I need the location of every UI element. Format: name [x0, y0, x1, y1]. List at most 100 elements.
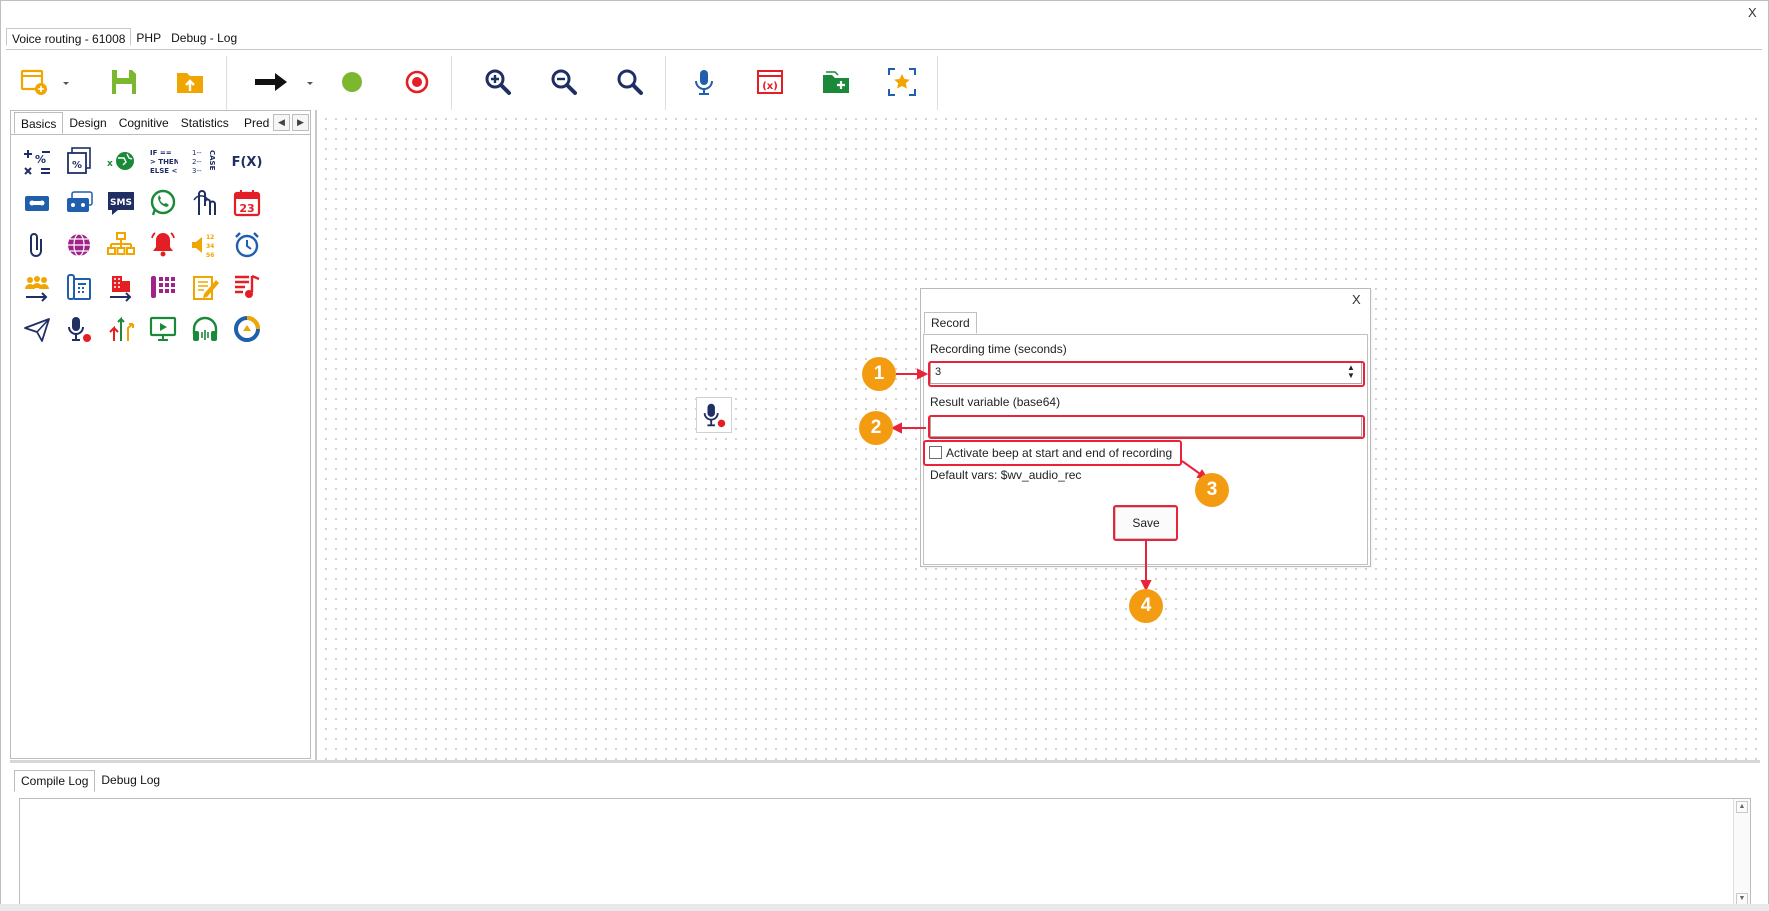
percent-calc-component[interactable]: %: [58, 140, 100, 182]
function-component[interactable]: F(X): [226, 140, 268, 182]
save-icon: [112, 70, 136, 94]
say-number-component[interactable]: 12 34 56: [184, 224, 226, 266]
transfer-component[interactable]: [100, 266, 142, 308]
components-panel: [10, 110, 311, 759]
sms-component[interactable]: SMS: [100, 182, 142, 224]
new-window-dropdown[interactable]: [61, 77, 71, 87]
alarm-clock-icon: [235, 232, 259, 258]
play-playlist-component[interactable]: [58, 182, 100, 224]
tab-php[interactable]: PHP: [136, 31, 162, 45]
video-component[interactable]: [142, 308, 184, 350]
microphone-icon: [695, 70, 713, 95]
queue-component[interactable]: [16, 266, 58, 308]
tab-voice-routing[interactable]: Voice routing - 61008: [6, 28, 132, 46]
tab-debug-log[interactable]: Debug - Log: [171, 31, 238, 45]
connector-dropdown[interactable]: [305, 77, 315, 87]
zoom-in-icon: [485, 69, 511, 95]
record-node[interactable]: [696, 397, 732, 433]
tab-statistics[interactable]: Statistics: [180, 116, 229, 130]
timer-component[interactable]: [226, 224, 268, 266]
tab-basics[interactable]: Basics: [14, 112, 64, 134]
add-folder-button[interactable]: [816, 62, 856, 102]
routing-component[interactable]: [100, 308, 142, 350]
beep-checkbox[interactable]: [929, 446, 942, 459]
recording-time-spinner[interactable]: ▲▼: [1347, 363, 1355, 380]
open-folder-button[interactable]: [170, 62, 210, 102]
function-fx-icon: F(X): [232, 155, 263, 170]
send-component[interactable]: [16, 308, 58, 350]
touch-finger-icon: [193, 190, 216, 215]
connector-arrow-button[interactable]: [251, 62, 291, 102]
calendar-component[interactable]: 23: [226, 182, 268, 224]
org-chart-icon: [107, 232, 135, 255]
note-component[interactable]: [184, 266, 226, 308]
status-strip: [0, 904, 1769, 911]
org-chart-component[interactable]: [100, 224, 142, 266]
upload-folder-icon: [177, 73, 203, 93]
microphone-record-icon: [68, 317, 91, 342]
if-then-else-icon: IF == > THEN ELSE <: [150, 149, 178, 175]
math-operators-component[interactable]: %: [16, 140, 58, 182]
svg-text:23: 23: [239, 202, 254, 215]
alarm-component[interactable]: [142, 224, 184, 266]
whatsapp-component[interactable]: [142, 182, 184, 224]
desk-phone-icon: [67, 274, 91, 300]
annotation-badge-1: 1: [862, 357, 896, 391]
zoom-out-icon: [551, 69, 577, 95]
save-button[interactable]: Save: [1115, 507, 1177, 539]
log-output[interactable]: [19, 798, 1751, 906]
canvas-splitter[interactable]: [10, 760, 1760, 763]
statistics-component[interactable]: [226, 308, 268, 350]
language-component[interactable]: [58, 224, 100, 266]
log-tabs: Compile Log Debug Log: [14, 770, 166, 792]
svg-text:3--: 3--: [192, 167, 202, 175]
if-then-else-component[interactable]: IF == > THEN ELSE <: [142, 140, 184, 182]
donut-chart-icon: [234, 316, 260, 342]
attachment-component[interactable]: [16, 224, 58, 266]
music-on-hold-component[interactable]: [226, 266, 268, 308]
end-node-button[interactable]: [397, 62, 437, 102]
target-record-icon: [405, 70, 429, 94]
svg-text:56: 56: [206, 252, 214, 259]
beep-checkbox-label[interactable]: Activate beep at start and end of record…: [946, 446, 1173, 460]
tab-pred[interactable]: Pred: [244, 116, 270, 130]
dtmf-input-component[interactable]: [184, 182, 226, 224]
start-node-button[interactable]: [332, 62, 372, 102]
tabs-next-button[interactable]: ▶: [292, 114, 309, 131]
tab-cognitive[interactable]: Cognitive: [118, 116, 169, 130]
log-scrollbar[interactable]: [1733, 799, 1750, 905]
ivr-menu-component[interactable]: [142, 266, 184, 308]
scroll-up-icon[interactable]: ▲: [1736, 801, 1748, 813]
phone-component[interactable]: [58, 266, 100, 308]
annotation-badge-2: 2: [859, 411, 893, 445]
edit-note-icon: [193, 276, 219, 300]
new-window-button[interactable]: [14, 62, 54, 102]
save-button[interactable]: [104, 62, 144, 102]
zoom-fit-button[interactable]: [610, 62, 650, 102]
globe-x-icon: x: [107, 152, 134, 170]
record-button[interactable]: [684, 62, 724, 102]
focus-button[interactable]: [882, 62, 922, 102]
case-component[interactable]: 1-- 2-- 3-- CASE: [184, 140, 226, 182]
group-arrow-icon: [25, 276, 49, 302]
play-audio-component[interactable]: [16, 182, 58, 224]
zoom-in-button[interactable]: [478, 62, 518, 102]
variables-button[interactable]: (x): [750, 62, 790, 102]
variable-x-icon: (x): [757, 70, 783, 94]
case-icon: 1-- 2-- 3-- CASE: [192, 149, 216, 175]
toolbar-separator: [937, 56, 938, 110]
zoom-out-button[interactable]: [544, 62, 584, 102]
window-close-button[interactable]: X: [1748, 5, 1757, 20]
tab-debug-log-bottom[interactable]: Debug Log: [101, 773, 161, 787]
tab-compile-log[interactable]: Compile Log: [14, 770, 96, 792]
dialog-close-button[interactable]: X: [1352, 292, 1361, 307]
tabs-prev-button[interactable]: ◀: [273, 114, 290, 131]
component-palette: % % x IF == > THEN ELSE < 1-- 2-- 3--: [16, 140, 296, 350]
record-component[interactable]: [58, 308, 100, 350]
arrow-right-icon: [255, 73, 287, 91]
listen-component[interactable]: [184, 308, 226, 350]
tab-record[interactable]: Record: [924, 312, 977, 334]
tab-design[interactable]: Design: [69, 116, 107, 130]
web-request-component[interactable]: x: [100, 140, 142, 182]
